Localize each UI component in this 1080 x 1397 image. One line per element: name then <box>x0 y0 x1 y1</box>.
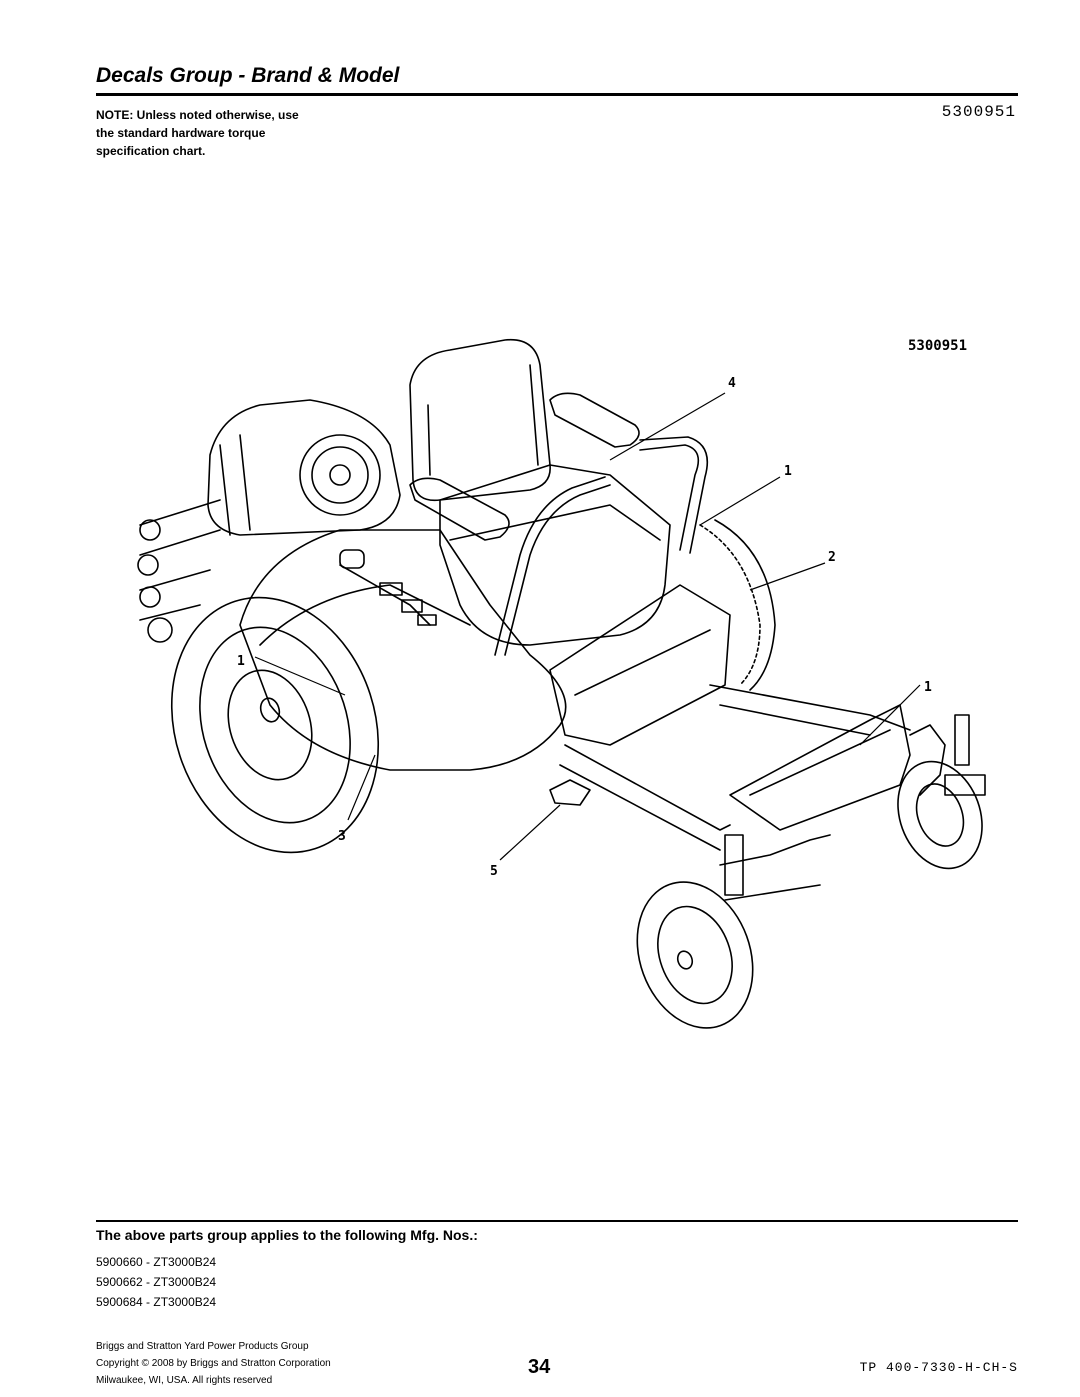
note-line-1: NOTE: Unless noted otherwise, use <box>96 108 299 122</box>
note-line-3: specification chart. <box>96 144 206 158</box>
note-line-2: the standard hardware torque <box>96 126 266 140</box>
control-handle-right <box>639 444 700 551</box>
footer-line-1: Briggs and Stratton Yard Power Products … <box>96 1341 309 1352</box>
control-handle-left <box>504 484 611 656</box>
callout-4: 4 <box>728 376 736 391</box>
frame-rail-left <box>564 744 731 831</box>
applies-heading: The above parts group applies to the fol… <box>96 1227 478 1243</box>
decal-latch <box>549 779 591 806</box>
mower-exploded-diagram: 4 1 2 1 1 3 5 <box>137 338 986 1029</box>
torque-note: NOTE: Unless noted otherwise, use the st… <box>96 106 356 160</box>
callout-1-left: 1 <box>237 654 245 669</box>
callout-5: 5 <box>490 864 498 879</box>
front-caster-left <box>724 834 744 896</box>
mfg-number-item: 5900662 - ZT3000B24 <box>96 1275 217 1289</box>
mfg-number-list: 5900660 - ZT3000B24 5900662 - ZT3000B24 … <box>96 1252 216 1312</box>
rear-wheel-left <box>170 596 380 854</box>
callout-1-top: 1 <box>784 464 792 479</box>
front-wheel-left <box>636 881 754 1029</box>
seat-base <box>439 464 671 646</box>
rear-frame <box>139 499 221 621</box>
footer-line-3: Milwaukee, WI, USA. All rights reserved <box>96 1375 273 1386</box>
section-rule <box>96 1220 1018 1222</box>
left-fender-console <box>239 529 567 771</box>
footer-copyright: Briggs and Stratton Yard Power Products … <box>96 1338 331 1389</box>
page-number: 34 <box>528 1356 551 1378</box>
arm-rest-left <box>409 477 510 541</box>
frame-rail-right <box>709 684 911 731</box>
front-caster-right <box>909 724 946 796</box>
callout-1-right: 1 <box>924 680 932 695</box>
callout-3: 3 <box>338 829 346 844</box>
document-id: TP 400-7330-H-CH-S <box>859 1360 1018 1375</box>
front-wheel-right <box>897 760 983 870</box>
diagram-label: 5300951 <box>908 338 968 354</box>
page-title: Decals Group - Brand & Model <box>96 64 400 87</box>
engine-cap <box>299 434 381 516</box>
foot-plate <box>729 704 911 831</box>
engine-housing <box>207 399 401 536</box>
arm-rest-right <box>549 392 640 448</box>
header-rule <box>96 93 1018 96</box>
mfg-number-item: 5900660 - ZT3000B24 <box>96 1255 217 1269</box>
part-number: 5300951 <box>941 103 1016 121</box>
callout-2: 2 <box>828 550 836 565</box>
seat-back <box>409 338 551 502</box>
deck-gear <box>699 524 761 686</box>
console-knob <box>339 549 365 569</box>
mfg-number-item: 5900684 - ZT3000B24 <box>96 1295 217 1309</box>
center-plate <box>549 584 731 746</box>
footer-line-2: Copyright © 2008 by Briggs and Stratton … <box>96 1358 331 1369</box>
